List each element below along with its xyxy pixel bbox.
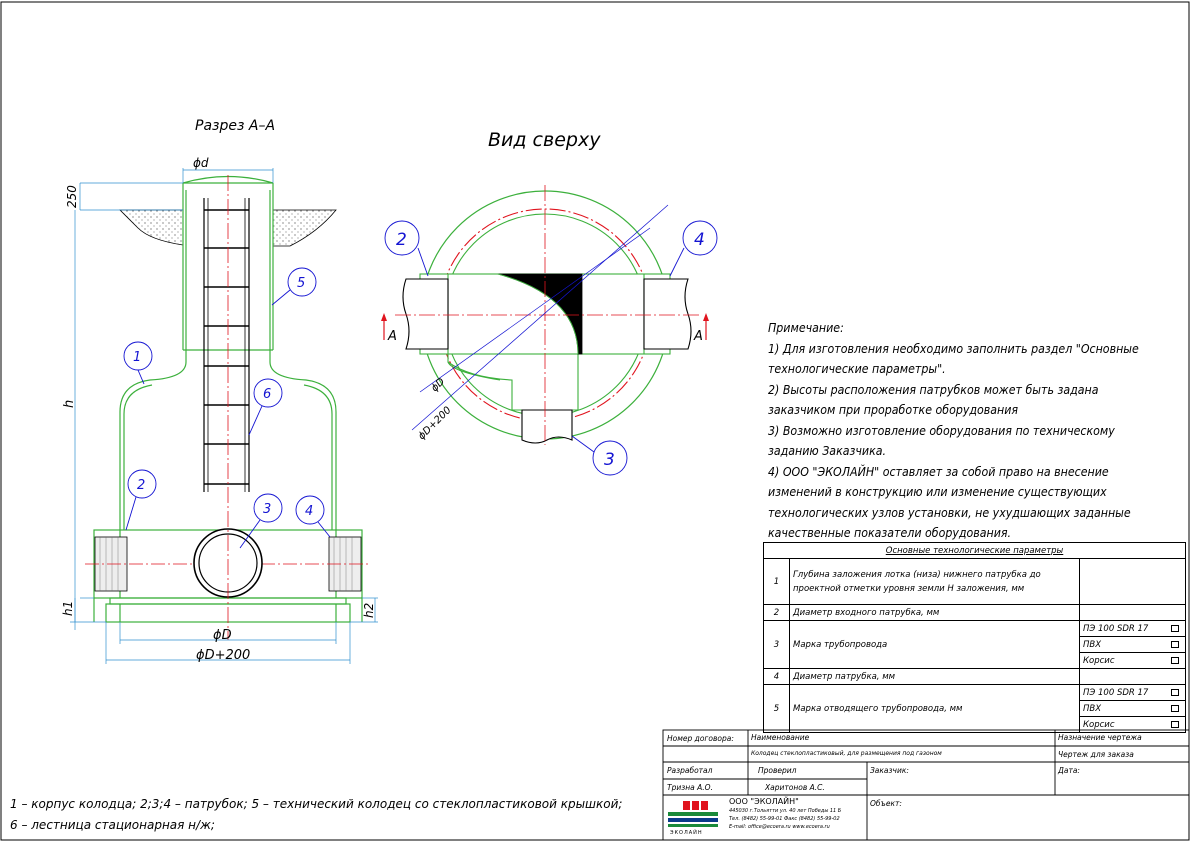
param-value-field[interactable] [1078,558,1187,605]
note-line: изменений в конструкцию или изменение су… [768,485,1107,499]
section-view: Разрез А–А [61,118,378,664]
dim-d-label: ϕd [193,156,209,170]
option-row[interactable]: ПЭ 100 SDR 17 [1080,685,1185,700]
object-label: Объект: [870,799,902,808]
note-line: заказчиком при проработке оборудования [768,403,1019,417]
note-line: 3) Возможно изготовление оборудования по… [768,423,1115,438]
soil-left [119,209,184,246]
param-text: Диаметр патрубка, мм [789,668,1080,685]
note-line: 4) ООО "ЭКОЛАЙН" оставляет за собой прав… [768,464,1109,479]
checked-label: Проверил [758,766,797,775]
param-value-field[interactable] [1078,668,1187,685]
section-callouts [123,267,331,549]
customer-label: Заказчик: [870,766,909,775]
param-num: 4 [763,668,790,685]
param-text: Глубина заложения лотка (низа) нижнего п… [789,558,1080,605]
params-table: Основные технологические параметры 1 Глу… [762,542,1187,733]
name-value: Колодец стеклопластиковый, для размещени… [751,750,942,757]
param-text: Диаметр входного патрубка, мм [789,604,1080,621]
params-table-title: Основные технологические параметры [762,542,1187,559]
company-phone: Тел. (8482) 55-99-01 Факс (8482) 55-99-0… [729,816,840,822]
company-name: ООО "ЭКОЛАЙН" [729,797,799,806]
company-logo [668,801,718,827]
top-callout-3: 3 [604,450,615,470]
top-callout-2: 2 [396,230,407,250]
logo-text: ЭКОЛАЙН [670,830,703,836]
legend-line: 6 – лестница стационарная н/ж; [10,818,215,832]
callout-4: 4 [305,504,313,519]
cut-A-left: А [387,329,397,344]
company-email: E-mail: office@ecoera.ru www.ecoera.ru [729,824,830,830]
contract-label: Номер договора: [667,734,734,743]
date-label: Дата: [1058,766,1080,775]
top-dim-D200: ϕD+200 [416,405,453,442]
dim-h-label: h [62,400,77,408]
option-row[interactable]: ПВХ [1080,636,1186,652]
dim-h1-label: h1 [61,601,75,616]
company-address: 445030 г.Тольятти ул. 40 лет Победы 11 Б [729,808,842,814]
drawing-value: Чертеж для заказа [1058,750,1134,759]
developed-value: Тризна А.О. [667,783,713,792]
param-text: Марка трубопровода [789,620,1080,669]
callout-5: 5 [297,276,305,291]
param-num: 2 [763,604,790,621]
title-block-grid [662,729,1190,841]
dim-D200-label: ϕD+200 [196,648,250,663]
callout-6: 6 [263,387,271,402]
legend: 1 – корпус колодца; 2;3;4 – патрубок; 5 … [10,794,622,836]
dim-250-label: 250 [65,185,79,208]
checkbox[interactable] [1171,705,1180,712]
checkbox[interactable] [1171,721,1180,728]
checked-value: Харитонов А.С. [765,783,825,792]
param-num: 3 [763,620,790,669]
soil-right [272,209,337,247]
checkbox[interactable] [1171,625,1180,632]
note-line: технологические параметры". [768,362,946,376]
note-line: заданию Заказчика. [768,444,887,458]
top-dim-D: ϕD [429,376,447,394]
callout-1: 1 [133,350,141,365]
param-value-field[interactable] [1078,604,1187,621]
note-line: 1) Для изготовления необходимо заполнить… [768,341,1139,356]
section-dimensions [70,168,378,664]
cut-A-right: А [693,329,703,344]
ladder [203,198,250,492]
note-line: технологических узлов установки, не ухуд… [768,505,1131,520]
callout-3: 3 [263,502,271,517]
name-label: Наименование [751,733,810,742]
option-row[interactable]: ПЭ 100 SDR 17 [1080,621,1185,636]
option-row[interactable]: ПВХ [1080,700,1186,716]
section-title: Разрез А–А [195,118,275,134]
notes-block: Примечание: 1) Для изготовления необходи… [768,318,1168,544]
note-line: 2) Высоты расположения патрубков может б… [768,382,1099,397]
top-view: Вид сверху А А [381,129,718,476]
checkbox[interactable] [1171,689,1180,696]
param-num: 1 [763,558,790,605]
option-row[interactable]: Корсис [1080,716,1186,732]
developed-label: Разработал [667,766,713,775]
checkbox[interactable] [1171,657,1180,664]
drawing-label: Назначение чертежа [1058,733,1142,742]
note-line: качественные показатели оборудования. [768,526,1012,540]
dim-h2-label: h2 [362,603,376,618]
param-num: 5 [763,684,790,733]
callout-2: 2 [137,478,145,493]
param-text: Марка отводящего трубопровода, мм [789,684,1080,733]
dim-D-label: ϕD [213,628,232,643]
option-row[interactable]: Корсис [1080,652,1186,668]
checkbox[interactable] [1171,641,1180,648]
top-view-title: Вид сверху [488,129,601,151]
legend-line: 1 – корпус колодца; 2;3;4 – патрубок; 5 … [10,797,623,811]
top-callout-4: 4 [694,230,705,250]
notes-heading: Примечание: [768,321,844,335]
